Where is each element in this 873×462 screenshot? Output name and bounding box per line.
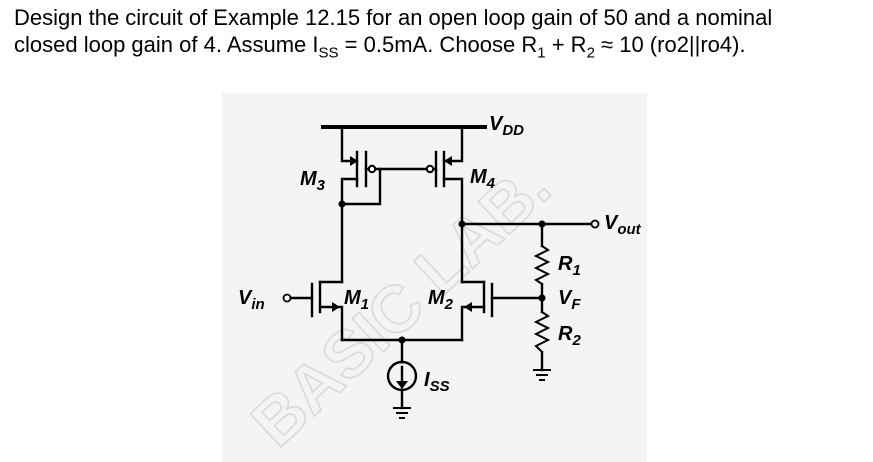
iss-arrow-head (396, 381, 408, 389)
m4-gate-bubble (425, 164, 435, 174)
node-tail (398, 336, 406, 344)
circuit-panel (222, 93, 647, 462)
label-vout: Vout (604, 212, 642, 238)
transistor-m2 (460, 280, 544, 342)
label-vf: VF (558, 287, 581, 313)
label-vdd: VDD (489, 113, 524, 139)
m3-source-arrow (350, 156, 358, 166)
node-output (458, 220, 466, 228)
problem-line-2: closed loop gain of 4. Assume ISS = 0.5m… (14, 32, 746, 62)
node-vf (538, 294, 546, 302)
problem-statement: Design the circuit of Example 12.15 for … (14, 4, 864, 66)
m3-gate-bubble (367, 164, 377, 174)
m4-source-arrow (444, 156, 452, 166)
node-r1-top (538, 220, 546, 228)
m1-source-arrow (332, 302, 340, 312)
label-vin: Vin (238, 287, 265, 313)
node-m3-drain (338, 200, 346, 208)
transistor-m1 (288, 280, 344, 342)
resistor-r2 (533, 310, 551, 354)
label-r2: R2 (558, 323, 581, 349)
vout-terminal (590, 219, 600, 229)
label-iss: ISS (424, 369, 450, 395)
label-m3: M3 (300, 168, 326, 194)
vin-terminal (282, 293, 292, 303)
label-m2: M2 (428, 287, 454, 313)
m2-source-arrow (464, 302, 472, 312)
resistor-r1 (533, 244, 551, 286)
m3-diode-wire (340, 167, 382, 206)
problem-line-1: Design the circuit of Example 12.15 for … (14, 5, 773, 30)
label-m1: M1 (344, 287, 369, 313)
label-m4: M4 (470, 166, 496, 192)
label-r1: R1 (558, 253, 581, 279)
